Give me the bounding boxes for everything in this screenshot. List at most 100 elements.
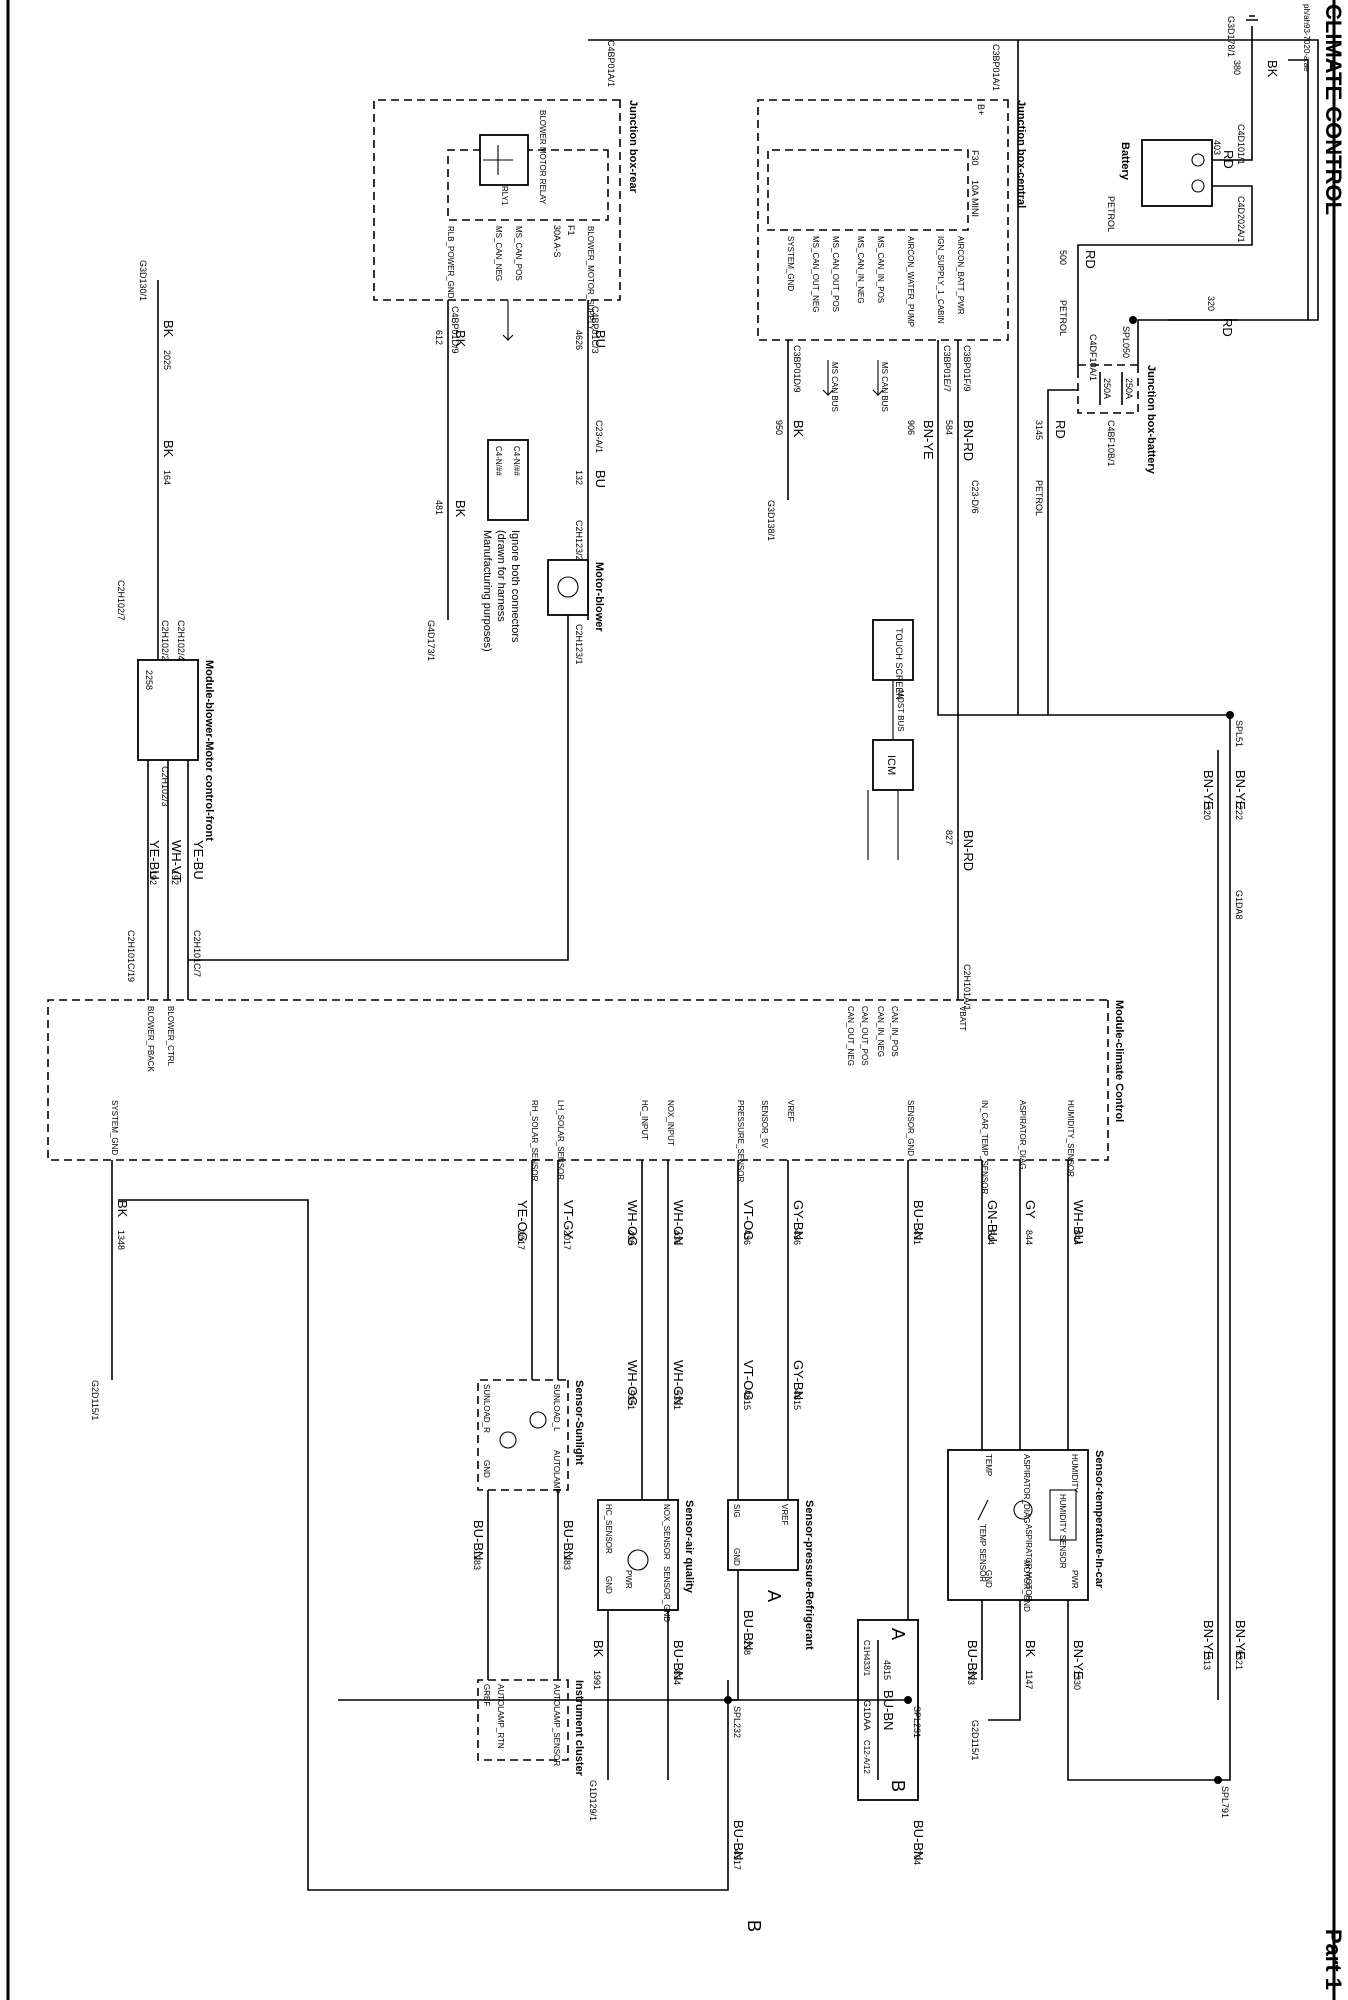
module-climate-group: Module-climate Control VBATT CAN_IN_POS …: [47, 999, 1125, 1194]
wire-bn-ye-5321: [1108, 1700, 1231, 1781]
wire-circuit-132: 132: [574, 470, 584, 485]
sensor-temp-pin-gnd: GND: [984, 1570, 993, 1588]
splice-spl232: SPL232: [732, 1706, 742, 1738]
wire-motor-to-blower-module: [188, 615, 569, 961]
wire-color-bk-1147: BK: [1023, 1640, 1038, 1658]
legend-ground: G1DAA: [862, 1700, 872, 1731]
sensor-air-quality-box: [597, 1499, 679, 1611]
mcc-pin-humidity: HUMIDITY_SENSOR: [1066, 1100, 1075, 1177]
splice-spl791: SPL791: [1220, 1786, 1230, 1818]
jbc-connector-in: C3BP01A/1: [991, 44, 1001, 91]
wire-color-ye-og: YE-OG: [515, 1200, 530, 1242]
ground-g1d129: G1D129/1: [588, 1780, 598, 1821]
wire-color-bk-164: BK: [161, 440, 176, 458]
sensor-pressure-group: Sensor-pressure-Refrigerant VREF SIG GND…: [727, 1499, 815, 1701]
wire-color-bn-ye-1313: BN-YE: [1201, 1620, 1216, 1660]
touch-screen-box: [872, 619, 914, 681]
module-blower-pin-code: 2258: [144, 670, 154, 690]
sensor-temp-pin-aspirator: ASPIRATOR_DIAG: [1022, 1454, 1031, 1524]
wire-loop-back: [118, 1199, 338, 1891]
wire-circuit-436d: 436: [626, 1230, 636, 1245]
wire-circuit-844a: 844: [1072, 1230, 1082, 1245]
wire-color-bn-ye-906: BN-YE: [921, 420, 936, 460]
wires-mcc-to-air-quality: [641, 1160, 669, 1500]
wire-circuit-471: 471: [912, 1230, 922, 1245]
wire-color-bk-380: BK: [1265, 60, 1280, 78]
wire-circuit-950: 950: [774, 420, 784, 435]
cluster-pin-rtn: AUTOLAMP_RTN: [496, 1684, 505, 1749]
wire-circuit-1313: 1313: [1202, 1650, 1212, 1670]
mcc-pin-nox: NOX_INPUT: [666, 1100, 675, 1146]
wire-color-bu-bn-1283a: BU-BN: [561, 1520, 576, 1560]
wire-circuit-612: 612: [434, 330, 444, 345]
wire-color-ye-bu-1: YE-BU: [191, 840, 206, 880]
jbc-connector-e7: C3BP01E/7: [942, 345, 952, 392]
wire-circuit-4626: 4626: [574, 330, 584, 350]
module-blower-pin-3: C2H102/3: [160, 766, 170, 807]
sensor-temp-humid-text: HUMIDITY SENSOR: [1058, 1494, 1067, 1569]
sensor-pressure-box: [727, 1499, 799, 1571]
wire-color-bu-bn-4517: BU-BN: [731, 1820, 746, 1860]
wire-circuit-1222: 1222: [1234, 800, 1244, 820]
wire-circuit-5351b: 5351: [626, 1390, 636, 1410]
header-band: CLIMATE CONTROL Part 1 ph/ah93-7020-a.ae: [6, 0, 1346, 2000]
can-bus-arrows-icon: [822, 360, 884, 397]
wire-color-wh-gn-1: WH-GN: [671, 1200, 686, 1246]
wire-circuit-320: 320: [1206, 296, 1216, 311]
battery-minus-terminal-icon: [1191, 153, 1205, 167]
wire-jbr-feed: [588, 39, 1319, 321]
sensor-temp-pin-temp: TEMP: [984, 1454, 993, 1476]
wire-circuit-844c: 844: [986, 1230, 996, 1245]
touch-screen-label: TOUCH SCREEN: [894, 628, 904, 700]
sensor-pressure-pin-vref: VREF: [780, 1504, 789, 1525]
battery-connector-1: C4D101/1: [1236, 124, 1246, 165]
splice-spl51: SPL51: [1234, 720, 1244, 747]
legend-connector-2: C12-A/12: [862, 1740, 871, 1774]
wire-color-bu-bn-834: BU-BN: [671, 1640, 686, 1680]
ground-g2d115-1: G2D115/1: [90, 1380, 100, 1420]
sensor-temp-pin-pwr: PWR: [1070, 1570, 1079, 1589]
module-climate-outline: [47, 999, 1109, 1161]
wire-color-bu-bn-1283b: BU-BN: [471, 1520, 486, 1560]
mcc-pin-hc: HC_INPUT: [640, 1100, 649, 1140]
sensor-aq-pin-pwr: PWR: [624, 1570, 633, 1589]
junction-box-central-label: Junction box-central: [1015, 100, 1027, 208]
junction-box-central-outline: [757, 99, 1009, 341]
wire-color-bk-1991: BK: [591, 1640, 606, 1658]
mcc-pin-lh-solar: LH_SOLAR_SENSOR: [556, 1100, 565, 1180]
splice-spl791-icon: [1214, 1776, 1222, 1784]
wires-mcc-to-pressure: [737, 1160, 789, 1500]
wire-color-rd-320: RD: [1220, 318, 1235, 337]
junction-box-battery-group: 250A 250A Junction box-battery C4BF10B/1: [1077, 364, 1157, 475]
jbr-relay-label: BLOWER MOTOR RELAY: [538, 110, 547, 205]
sensor-temp-pin-motor-gnd: MOTOR_GND: [1022, 1560, 1031, 1612]
wire-circuit-2017: 2017: [562, 1230, 572, 1250]
mcc-pin-pressure: PRESSURE_SENSOR: [736, 1100, 745, 1182]
humidity-sensor-icon: [1049, 1489, 1077, 1541]
jbc-pin-can-in-neg: MS_CAN_IN_NEG: [856, 236, 865, 304]
wire-color-bn-ye-5321: BN-YE: [1233, 1620, 1248, 1660]
wire-color-rd-403: RD: [1221, 150, 1236, 169]
icm-box: [872, 739, 914, 791]
wire-circuit-403: 403: [1212, 140, 1222, 155]
ground-g3d130: G3D130/1: [138, 260, 148, 301]
motor-blower-group: Motor-blower C2H123/2 C2H123/1: [188, 520, 605, 961]
sensor-pressure-ref-a: A: [764, 1590, 784, 1602]
note-connector-2: C4-N/##: [494, 446, 503, 476]
legend-box: [857, 1619, 919, 1801]
ground-g3d138: G3D138/1: [766, 500, 776, 541]
wire-circuit-298: 298: [742, 1640, 752, 1655]
sensor-pressure-label: Sensor-pressure-Refrigerant: [803, 1500, 815, 1650]
jbr-fuse-f1: F1: [566, 225, 576, 236]
module-blower-pin-2: C2H102/2: [160, 620, 170, 661]
module-climate-label: Module-climate Control: [1113, 1000, 1125, 1122]
most-bus-label: MOST BUS: [896, 690, 905, 732]
splice-spl050: SPL050: [1121, 326, 1131, 358]
motor-icon: [557, 576, 579, 598]
wire-color-bu-4626: BU: [593, 330, 608, 348]
wire-circuit-436b: 436: [742, 1230, 752, 1245]
wire-color-bu-bn-373: BU-BN: [965, 1640, 980, 1680]
wire-color-wh-og-2: WH-OG: [625, 1360, 640, 1406]
jbr-pin-blower-supply: BLOWER_MOTOR_SUPPLY: [586, 226, 595, 331]
jbc-connector-f9: C3BP01F/9: [962, 345, 972, 392]
